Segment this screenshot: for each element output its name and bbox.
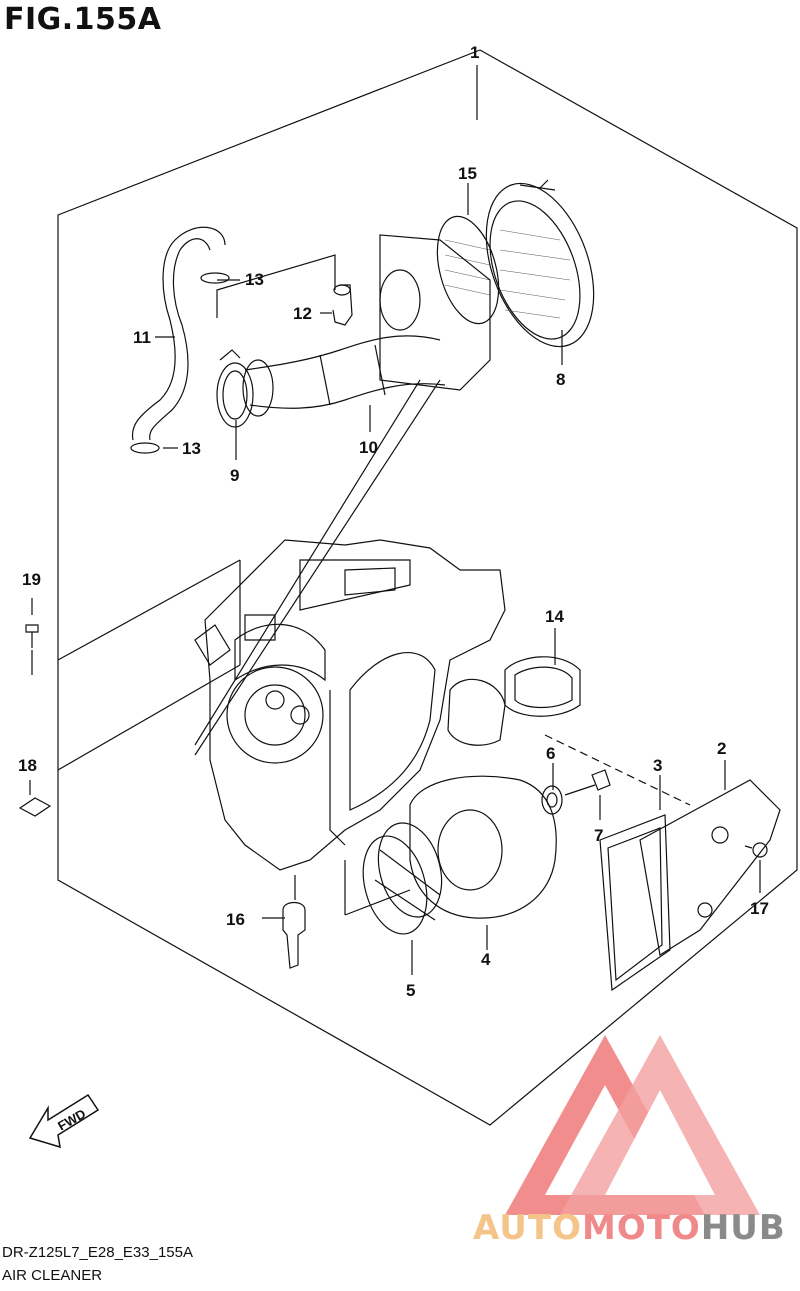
- callout-12: 12: [293, 304, 312, 323]
- brand-moto: MOTO: [581, 1208, 701, 1248]
- callout-8: 8: [556, 370, 566, 389]
- callout-4: 4: [481, 950, 491, 969]
- callout-14: 14: [545, 607, 564, 626]
- callout-13-upper: 13: [245, 270, 264, 289]
- watermark-brand: AUTOMOTOHUB: [473, 1208, 786, 1248]
- diagram-linework: [18, 49, 798, 1126]
- brand-auto: AUTO: [473, 1208, 582, 1248]
- callout-9: 9: [230, 466, 240, 485]
- callout-15: 15: [458, 164, 477, 183]
- callout-10: 10: [359, 438, 378, 457]
- fwd-arrow-icon: [28, 1093, 100, 1149]
- model-code: DR-Z125L7_E28_E33_155A: [2, 1244, 193, 1261]
- callout-18: 18: [18, 756, 37, 775]
- assembly-frame: [57, 49, 798, 1126]
- callout-7: 7: [594, 826, 604, 845]
- callout-6: 6: [546, 744, 556, 763]
- callout-17: 17: [750, 899, 769, 918]
- fwd-label-svg: FWD: [55, 1106, 88, 1130]
- callout-11: 11: [133, 328, 151, 347]
- callout-1: 1: [470, 43, 480, 62]
- figure-title: FIG.155A: [4, 2, 162, 37]
- callout-3: 3: [653, 756, 663, 775]
- watermark-logo-icon: [505, 1035, 760, 1215]
- callout-19: 19: [22, 570, 41, 589]
- callout-5: 5: [406, 981, 416, 1000]
- callout-13-lower: 13: [182, 439, 201, 458]
- callout-16: 16: [226, 910, 245, 929]
- figure-caption: AIR CLEANER: [2, 1267, 103, 1284]
- fwd-label: FWD: [55, 1106, 88, 1130]
- brand-hub: HUB: [700, 1208, 786, 1248]
- callout-2: 2: [717, 739, 727, 758]
